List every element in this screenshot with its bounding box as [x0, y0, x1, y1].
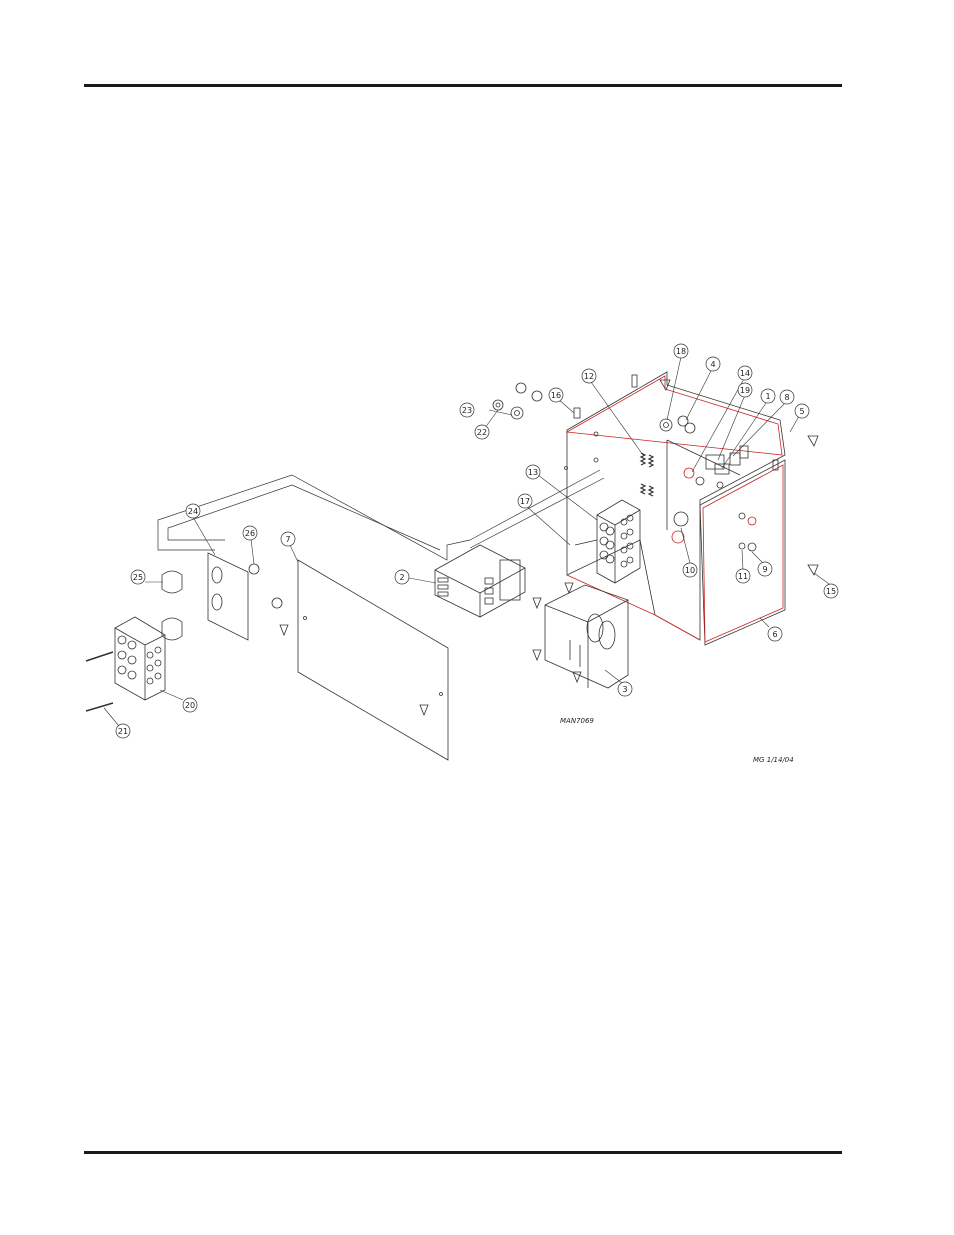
transformer-3 [533, 583, 628, 688]
svg-text:1: 1 [765, 392, 770, 401]
access-panel-7 [298, 560, 448, 760]
nut-9 [748, 517, 756, 525]
callout-20: 20 [183, 698, 197, 712]
callout-1: 1 [761, 389, 775, 403]
nut-23 [493, 400, 503, 410]
callout-19: 19 [738, 383, 752, 397]
callout-23: 23 [460, 403, 474, 417]
svg-text:19: 19 [740, 386, 750, 395]
drawing-number: MAN7069 [560, 717, 594, 725]
callout-16: 16 [549, 388, 563, 402]
grommet-10a [674, 512, 688, 526]
callout-5: 5 [795, 404, 809, 418]
callout-14: 14 [738, 366, 752, 380]
callout-2: 2 [395, 570, 409, 584]
lamp-11 [739, 543, 745, 549]
mounting-plate-24 [162, 553, 288, 640]
washer-22 [511, 407, 523, 419]
callout-22: 22 [475, 425, 489, 439]
housing-side-outline [703, 465, 783, 642]
svg-text:21: 21 [118, 727, 128, 736]
screw-15 [808, 565, 818, 575]
svg-text:23: 23 [462, 406, 472, 415]
screw-5 [808, 436, 818, 446]
svg-text:15: 15 [826, 587, 836, 596]
svg-text:12: 12 [584, 372, 594, 381]
callout-3: 3 [618, 682, 632, 696]
wire-harness [158, 470, 604, 560]
callout-18: 18 [674, 344, 688, 358]
callout-17: 17 [518, 494, 532, 508]
svg-text:25: 25 [133, 573, 143, 582]
drawer-date: MG 1/14/04 [753, 756, 794, 764]
callout-4: 4 [706, 357, 720, 371]
housing-side-panel [700, 460, 785, 645]
svg-text:6: 6 [772, 630, 777, 639]
svg-text:2: 2 [399, 573, 404, 582]
switch-4b [685, 423, 695, 433]
callout-26: 26 [243, 526, 257, 540]
callout-11: 11 [736, 569, 750, 583]
callout-8: 8 [780, 390, 794, 404]
svg-text:4: 4 [710, 360, 715, 369]
callout-21: 21 [116, 724, 130, 738]
terminal-block-20 [86, 617, 165, 711]
terminal-block-13 [575, 500, 640, 583]
svg-text:10: 10 [685, 566, 695, 575]
callout-25: 25 [131, 570, 145, 584]
main-housing [565, 372, 786, 645]
springs-12 [641, 453, 653, 496]
callout-9: 9 [758, 562, 772, 576]
control-module-2 [435, 545, 525, 617]
svg-text:14: 14 [740, 369, 750, 378]
svg-text:24: 24 [188, 507, 198, 516]
fuse-14 [684, 468, 694, 478]
part-8 [730, 453, 740, 465]
svg-text:9: 9 [762, 565, 767, 574]
svg-text:13: 13 [528, 468, 538, 477]
svg-text:5: 5 [799, 407, 804, 416]
callout-7: 7 [281, 532, 295, 546]
callout-10: 10 [683, 563, 697, 577]
svg-text:26: 26 [245, 529, 255, 538]
standoff-16 [574, 408, 580, 418]
nut-9-lower [748, 543, 756, 551]
svg-text:16: 16 [551, 391, 561, 400]
svg-text:7: 7 [285, 535, 290, 544]
knob-18 [660, 419, 672, 431]
callout-12: 12 [582, 369, 596, 383]
callout-15: 15 [824, 584, 838, 598]
svg-text:18: 18 [676, 347, 686, 356]
callout-13: 13 [526, 465, 540, 479]
svg-text:20: 20 [185, 701, 195, 710]
svg-text:8: 8 [784, 393, 789, 402]
svg-text:3: 3 [622, 685, 627, 694]
housing-back-panel [567, 372, 785, 640]
callout-6: 6 [768, 627, 782, 641]
callout-24: 24 [186, 504, 200, 518]
svg-text:17: 17 [520, 497, 530, 506]
svg-text:22: 22 [477, 428, 487, 437]
svg-text:11: 11 [738, 572, 748, 581]
